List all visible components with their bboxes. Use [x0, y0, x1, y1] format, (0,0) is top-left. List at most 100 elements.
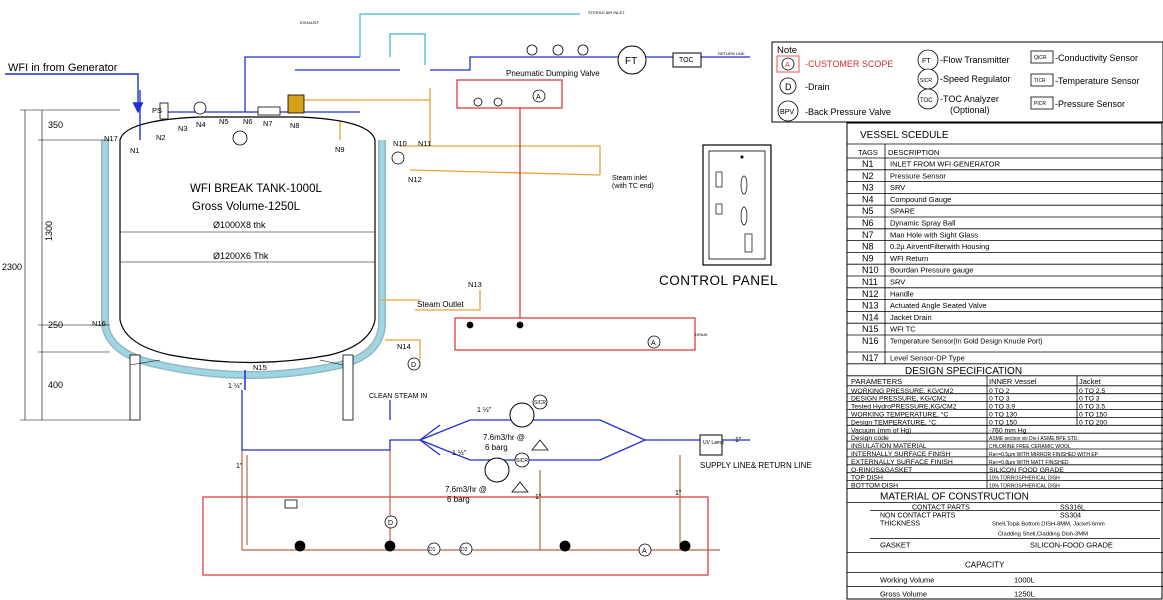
marker-a-3: A: [642, 548, 647, 555]
design-inner: 0 TO 3.9: [989, 404, 1015, 411]
schedule-desc: WFI Return: [890, 254, 928, 263]
schedule-tag: N15: [862, 324, 879, 334]
wfi-in-label: WFI in from Generator: [8, 62, 118, 74]
size-label: 1": [675, 490, 682, 497]
note-sym-ticr: TICR: [1034, 78, 1046, 84]
schedule-tag: N9: [862, 253, 874, 263]
schedule-tag: N1: [862, 159, 874, 169]
nozzle-tag-n9: N9: [335, 145, 345, 154]
material-value: SILICON-FOOD GRADE: [1030, 541, 1113, 550]
design-head: INNER Vessel: [989, 377, 1037, 386]
design-param: DESIGN PRESSURE, KG/CM2: [851, 396, 946, 403]
schedule-tag: N10: [862, 265, 879, 275]
pump-1: [509, 394, 549, 451]
nozzle-tag-n1: N1: [130, 146, 140, 155]
dim-bottom: 250: [48, 320, 63, 330]
size-label: 1 ½": [452, 449, 467, 457]
flow-transmitter: [617, 45, 647, 75]
wfi-inlet-line: [5, 73, 144, 140]
design-param: Design code: [851, 435, 889, 442]
pneumatic-valve-label: Pneumatic Dumping Valve: [506, 69, 600, 78]
note-toc: -TOC Analyzer: [940, 94, 999, 104]
design-inner: -760 mm Hg: [989, 427, 1027, 434]
uv-lamp-label: UV Lamp: [703, 440, 724, 446]
outer-diameter: Ø1200X6 Thk: [213, 251, 269, 261]
schedule-desc: SRV: [890, 278, 905, 287]
design-param: INSULATION MATERIAL: [851, 443, 927, 450]
marker-a-1: A: [536, 94, 541, 101]
break-tank: [101, 116, 386, 421]
dim-legs: 400: [48, 380, 63, 390]
note-box: [771, 41, 1163, 123]
size-label: 1 ½": [228, 382, 243, 390]
return-line-label: RETURN LINE: [718, 51, 745, 56]
nozzle-tag-n8: N8: [290, 121, 300, 130]
note-sym-toc: TOC: [920, 98, 933, 104]
note-toc-optional: (Optional): [950, 105, 990, 115]
note-sym-qicr: QICR: [1034, 55, 1047, 61]
nozzle-tag-n16: N16: [92, 319, 106, 328]
sicr-label-2: SICR: [516, 458, 528, 464]
dim-shell: 1300: [44, 221, 54, 241]
note-sicr: -Speed Regulator: [940, 74, 1011, 84]
design-inner: 0 TO 2: [989, 388, 1010, 395]
note-symbols: [776, 49, 1054, 122]
schedule-tag: N14: [862, 312, 879, 322]
note-sym-ft: FT: [922, 58, 931, 65]
steam-lines: [300, 88, 601, 360]
pump-2: [484, 452, 530, 493]
note-sym-picr: PICR: [1034, 101, 1046, 107]
note-drain: -Drain: [805, 82, 830, 92]
note-ticr: -Temperature Sensor: [1055, 76, 1140, 86]
design-param: WORKING PRESSURE, KG/CM2: [851, 388, 954, 395]
uv-lamp: [699, 434, 723, 456]
pump-bar-1: 6 barg: [485, 443, 508, 452]
schedule-tag: N6: [862, 218, 874, 228]
control-panel: [702, 144, 772, 266]
schedule-tag: N3: [862, 183, 874, 193]
exhaust-label: EXHAUST: [300, 20, 319, 25]
schedule-desc: SPARE: [890, 207, 915, 216]
return-red-line: [202, 79, 709, 576]
nozzle-tag-ps: PS: [152, 106, 162, 115]
material-value: SS304: [1060, 513, 1081, 520]
size-label: 1 ½": [477, 406, 492, 414]
marker-d-1: D: [411, 362, 416, 369]
schedule-tag: N2: [862, 171, 874, 181]
schedule-desc: Pressure Sensor: [890, 171, 946, 180]
schedule-desc: Actuated Angle Seated Valve: [890, 301, 987, 310]
schedule-tag: N7: [862, 230, 874, 240]
schedule-desc: WFI TC: [890, 325, 916, 334]
nozzle-tag-n12: N12: [408, 175, 422, 184]
material-value: Shell,Top& Bottom DISH-8MM, Jacket-6mm: [992, 522, 1105, 528]
design-param: Tested HydroPRESSURE,KG/CM2: [851, 404, 957, 411]
nozzle-tag-n11: N11: [418, 139, 431, 148]
nozzle-tag-n6: N6: [243, 117, 253, 126]
design-param: TOP DISH: [851, 475, 883, 482]
dimension-lines: [20, 109, 130, 421]
nozzle-tag-n7: N7: [263, 119, 273, 128]
schedule-tag: N12: [862, 289, 879, 299]
schedule-head-desc: DESCRIPTION: [888, 148, 939, 157]
supply-brown-lines: [241, 450, 720, 551]
capacity-value: 1250L: [1014, 590, 1035, 599]
design-inner: 0 TO 130: [989, 412, 1017, 419]
nozzle-tag-n15: N15: [253, 363, 267, 372]
note-sym-bpv: BPV: [780, 109, 794, 116]
design-head: Jacket: [1079, 377, 1102, 386]
steam-outlet-label: Steam Outlet: [417, 300, 464, 309]
marker-d1: D1: [429, 547, 436, 553]
pump-loop: [241, 390, 750, 461]
vessel-schedule-title: VESSEL SCEDULE: [860, 130, 949, 141]
material-param: GASKET: [880, 541, 911, 550]
markers: [384, 89, 661, 557]
dim-total: 2300: [2, 262, 22, 272]
schedule-desc: 0.2µ AirventFilterwith Housing: [890, 242, 989, 251]
design-inner: Ra<=0.5µm WITH MIRROR FINISHED WITH EP: [989, 452, 1099, 458]
design-jacket: 0 TO 3.5: [1079, 404, 1105, 411]
tank-gross-volume: Gross Volume-1250L: [192, 201, 301, 213]
nozzle-tag-n5: N5: [219, 117, 229, 126]
note-sym-sicr: SICR: [920, 78, 932, 84]
inner-diameter: Ø1000X8 thk: [213, 220, 266, 230]
